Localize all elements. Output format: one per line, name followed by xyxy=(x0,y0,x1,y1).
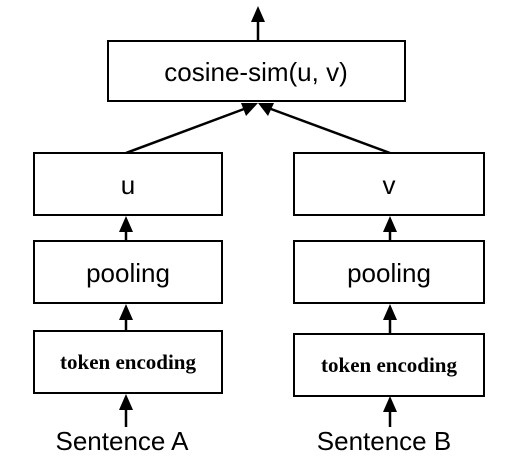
pooling-label-right: pooling xyxy=(347,258,431,288)
arrow-head-pooling-v xyxy=(383,216,397,232)
sentence-a-label: Sentence A xyxy=(56,426,190,456)
pooling-box-left xyxy=(33,240,223,304)
u-label: u xyxy=(121,170,135,200)
pooling-label-left: pooling xyxy=(86,258,170,288)
token-encoding-box-right xyxy=(293,333,485,397)
pooling-box-right xyxy=(293,240,485,304)
arrow-head-input-left xyxy=(119,394,133,410)
cosine-sim-box xyxy=(107,40,406,102)
u-box xyxy=(33,152,223,216)
cosine-sim-label: cosine-sim(u, v) xyxy=(164,57,347,87)
token-encoding-label-left: token encoding xyxy=(60,350,196,374)
arrow-head-input-right xyxy=(383,396,397,412)
arrow-head-encoding-pooling-left xyxy=(119,304,133,320)
arrow-head-u-to-cosine xyxy=(241,103,258,116)
arrow-head-pooling-u xyxy=(119,216,133,232)
token-encoding-box-left xyxy=(33,330,223,394)
arrow-shaft-v-to-cosine xyxy=(270,107,391,155)
token-encoding-label-right: token encoding xyxy=(321,353,457,377)
sentence-b-label: Sentence B xyxy=(317,426,451,456)
output-arrow-head xyxy=(251,6,265,22)
arrow-head-v-to-cosine xyxy=(258,103,274,116)
arrow-shaft-u-to-cosine xyxy=(125,107,245,155)
arrow-head-encoding-pooling-right xyxy=(383,304,397,320)
v-box xyxy=(293,152,485,216)
v-label: v xyxy=(383,170,396,200)
